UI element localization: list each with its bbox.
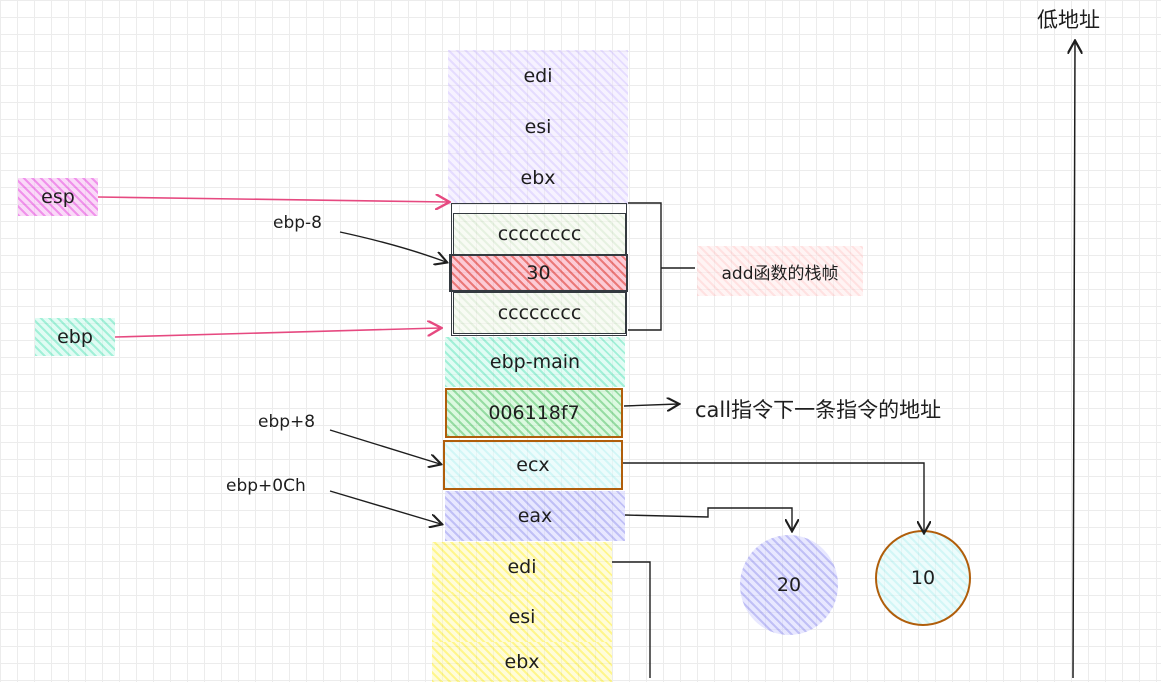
stack-cell-30: 30 — [449, 254, 628, 292]
stack-cell-ebx-top: ebx — [448, 152, 628, 204]
stack-cell-edi-bottom: edi — [432, 542, 612, 592]
value-10: 10 — [910, 567, 936, 589]
ebp-minus-8-label: ebp-8 — [273, 213, 322, 233]
add-frame-bracket — [628, 202, 662, 331]
stack-cell-edi-top: edi — [448, 50, 628, 102]
eax-to-20-connector — [624, 507, 792, 530]
esp-arrow — [97, 197, 448, 202]
stack-cell-esi-top: esi — [448, 102, 628, 152]
main-frame-bracket — [612, 561, 651, 678]
stack-cell-ebx-bottom: ebx — [432, 642, 612, 682]
add-frame-annotation: add函数的栈帧 — [697, 246, 863, 296]
low-address-axis — [1073, 42, 1075, 678]
value-circle-10: 10 — [875, 530, 971, 626]
ebp-minus-8-arrow — [339, 231, 446, 262]
call-next-instruction-annotation: call指令下一条指令的地址 — [695, 398, 942, 422]
value-20: 20 — [776, 574, 802, 596]
stack-cell-ecx: ecx — [443, 440, 623, 490]
ebp-plus-8-arrow — [329, 429, 440, 464]
stack-cell-cccccccc-bottom: cccccccc — [453, 292, 626, 334]
ecx-to-10-connector — [623, 462, 924, 532]
ebp-plus-8-label: ebp+8 — [258, 412, 316, 432]
esp-label: esp — [18, 178, 98, 216]
ebp-plus-0ch-label: ebp+0Ch — [226, 476, 306, 496]
stack-cell-eax: eax — [445, 491, 625, 541]
stack-cell-ebp-main: ebp-main — [445, 337, 625, 387]
value-circle-20: 20 — [740, 535, 838, 635]
stack-cell-cccccccc-top: cccccccc — [453, 213, 626, 255]
call-next-arrow — [623, 404, 678, 406]
add-frame-border — [451, 203, 627, 336]
ebp-label: ebp — [35, 318, 115, 356]
ebp-arrow — [114, 328, 440, 338]
low-address-label: 低地址 — [1037, 8, 1100, 32]
stack-cell-return-address: 006118f7 — [445, 388, 623, 438]
stack-cell-esi-bottom: esi — [432, 592, 612, 642]
ebp-plus-0ch-arrow — [329, 490, 441, 524]
